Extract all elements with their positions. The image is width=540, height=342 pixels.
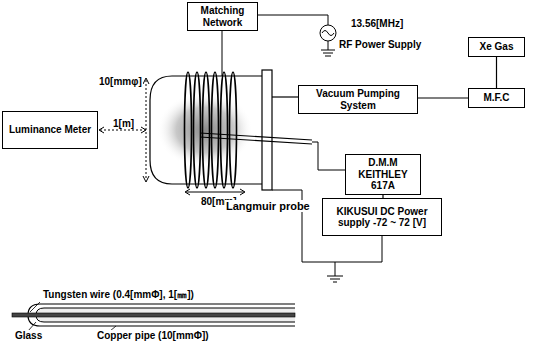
box-label: Vacuum Pumping System <box>303 88 413 111</box>
annotation-label: 13.56[MHz] <box>350 18 404 29</box>
equipment-box: Vacuum Pumping System <box>298 85 418 114</box>
annotation-label: Glass <box>14 330 43 341</box>
annotation-label: 10[mmφ] <box>98 76 143 87</box>
equipment-box: Matching Network <box>187 2 258 31</box>
annotation-label: Copper pipe (10[mmΦ]) <box>96 330 210 341</box>
annotation-label: 1[m] <box>112 118 135 129</box>
equipment-box: Luminance Meter <box>2 111 98 149</box>
annotation-label: Tungsten wire (0.4[mmΦ], 1[㎜]) <box>42 289 195 300</box>
connector-line <box>496 57 497 88</box>
box-label: Matching Network <box>192 5 253 28</box>
annotation-label: RF Power Supply <box>338 39 422 50</box>
connector-line <box>418 98 468 99</box>
equipment-box: KIKUSUI DC Power supply -72 ~ 72 [V] <box>322 198 442 236</box>
box-label: Luminance Meter <box>9 124 91 136</box>
box-label: Xe Gas <box>480 41 514 53</box>
equipment-box: M.F.C <box>468 88 525 108</box>
annotation-label: Langmuir probe <box>225 200 311 212</box>
box-label: KIKUSUI DC Power supply -72 ~ 72 [V] <box>327 206 437 229</box>
box-label: M.F.C <box>483 92 509 104</box>
box-label: D.M.M KEITHLEY 617A <box>350 157 416 192</box>
equipment-box: D.M.M KEITHLEY 617A <box>345 154 421 195</box>
equipment-box: Xe Gas <box>468 37 525 57</box>
